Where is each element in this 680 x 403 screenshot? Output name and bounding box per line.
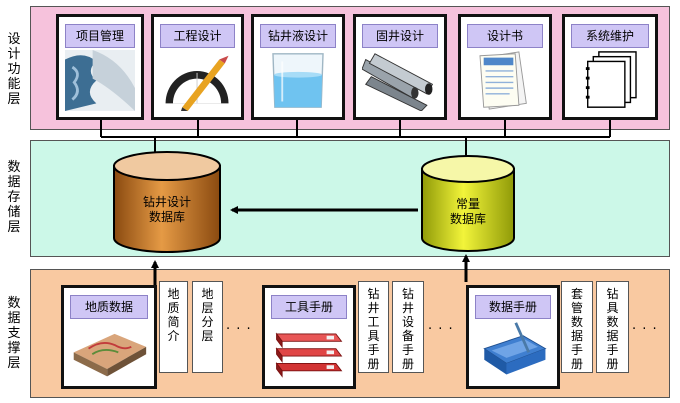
module-project-management[interactable]: 项目管理 [56,14,144,120]
module-system-maintenance[interactable]: 系统维护 [562,14,658,120]
module-engineering-design[interactable]: 工程设计 [151,14,244,120]
vertical-text: 地层分层 [201,287,214,343]
layer-label-bottom: 数据支撑层 [7,296,21,371]
ellipsis-2: · · · [428,322,454,337]
text-box-stratum-layering: 地层分层 [192,281,223,373]
module-geological-data[interactable]: 地质数据 [61,285,157,389]
module-title: 工程设计 [160,24,235,48]
database-label-line: 常量 [455,197,480,211]
module-drilling-fluid-design[interactable]: 钻井液设计 [251,14,345,120]
vertical-text: 钻井工具手册 [367,287,380,371]
module-title: 钻井液设计 [260,24,336,48]
text-box-drilling-tools-manual: 钻井工具手册 [358,281,389,373]
stacked-pages-icon [571,50,649,111]
constants-database-label: 常量 数据库 [425,197,511,227]
database-label-line: 数据库 [449,212,486,226]
database-label-line: 数据库 [148,210,185,224]
red-binders-icon [271,321,347,380]
ellipsis-1: · · · [226,322,252,337]
text-box-drilling-equipment-manual: 钻井设备手册 [392,281,424,373]
module-title: 固井设计 [362,24,438,48]
text-box-drill-tool-data-manual: 钻具数据手册 [596,281,629,373]
terrain-map-icon [70,321,148,380]
layer-label-top: 设计功能层 [7,32,21,107]
vertical-text: 套管数据手册 [570,287,583,371]
beaker-icon [260,50,336,111]
module-cementing-design[interactable]: 固井设计 [353,14,447,120]
text-box-geology-intro: 地质简介 [159,281,188,373]
module-title: 工具手册 [271,295,347,319]
module-title: 项目管理 [65,24,135,48]
document-icon [467,50,543,111]
constants-database-cylinder [421,155,515,252]
steel-pipes-icon [362,50,438,111]
layer-label-middle: 数据存储层 [7,160,21,235]
ellipsis-3: · · · [632,322,658,337]
vertical-text: 地质简介 [167,287,180,343]
project-management-icon [65,50,135,111]
text-box-casing-data-manual: 套管数据手册 [561,281,593,373]
blue-binder-icon [475,321,551,380]
protractor-pencil-icon [160,50,235,111]
module-title: 地质数据 [70,295,148,319]
module-design-book[interactable]: 设计书 [458,14,552,120]
drilling-design-database-cylinder [113,151,221,253]
vertical-text: 钻具数据手册 [606,287,619,371]
vertical-text: 钻井设备手册 [401,287,414,371]
database-label-line: 钻井设计 [142,195,191,209]
module-tool-manual[interactable]: 工具手册 [262,285,356,389]
module-title: 设计书 [467,24,543,48]
module-title: 数据手册 [475,295,551,319]
drilling-design-database-label: 钻井设计 数据库 [121,195,213,225]
module-title: 系统维护 [571,24,649,48]
module-data-manual[interactable]: 数据手册 [466,285,560,389]
